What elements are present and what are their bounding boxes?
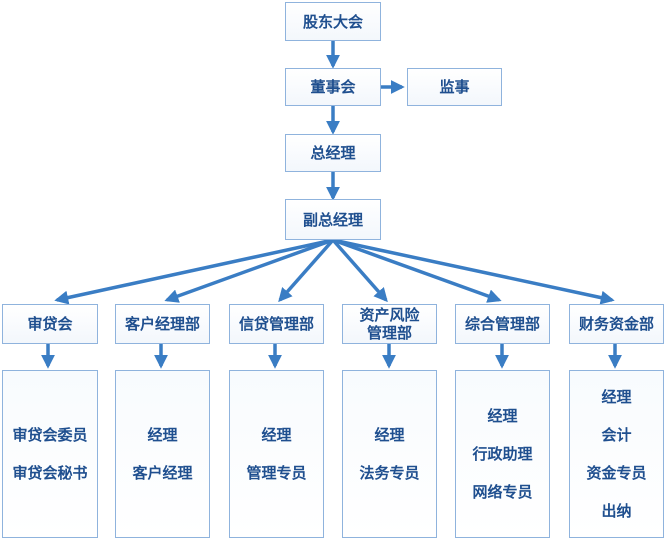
- dept-node-3: 信贷管理部: [229, 304, 324, 344]
- arrow-deputy-to-dept-2: [164, 238, 334, 303]
- dept-name: 财务资金部: [578, 315, 654, 333]
- node-shareholders-label: 股东大会: [302, 12, 363, 31]
- node-supervisor: 监事: [407, 68, 502, 106]
- arrow-deputy-to-dept-4: [331, 238, 388, 303]
- staff-item: 经理: [601, 388, 632, 406]
- arrow-deputy-to-dept-6: [332, 238, 615, 305]
- staff-box-2: 经理 客户经理: [115, 370, 210, 538]
- staff-box-3: 经理 管理专员: [229, 370, 324, 538]
- dept-node-5: 综合管理部: [455, 304, 550, 344]
- staff-item: 经理: [374, 426, 405, 444]
- staff-item: 出纳: [601, 502, 632, 520]
- node-board-label: 董事会: [310, 78, 356, 96]
- staff-item: 资金专员: [586, 464, 647, 482]
- staff-item: 经理: [487, 407, 518, 425]
- staff-item: 审贷会委员: [12, 426, 88, 444]
- dept-node-6: 财务资金部: [569, 304, 664, 344]
- staff-box-4: 经理 法务专员: [342, 370, 437, 538]
- dept-node-1: 审贷会: [2, 304, 98, 344]
- arrow-deputy-to-dept-1: [54, 238, 334, 305]
- staff-item: 行政助理: [472, 445, 533, 463]
- staff-item: 客户经理: [132, 464, 193, 482]
- node-supervisor-label: 监事: [439, 78, 470, 96]
- staff-box-6: 经理 会计 资金专员 出纳: [569, 370, 664, 538]
- staff-box-5: 经理 行政助理 网络专员: [455, 370, 550, 538]
- dept-name: 综合管理部: [464, 315, 540, 333]
- staff-box-1: 审贷会委员 审贷会秘书: [2, 370, 98, 538]
- staff-item: 审贷会秘书: [12, 464, 88, 482]
- staff-item: 网络专员: [472, 483, 533, 501]
- node-shareholders: 股东大会: [285, 2, 381, 41]
- dept-name: 资产风险管理部: [359, 306, 420, 342]
- node-deputy-gm-label: 副总经理: [302, 210, 363, 229]
- staff-item: 管理专员: [246, 464, 307, 482]
- dept-name: 信贷管理部: [238, 315, 314, 333]
- staff-item: 法务专员: [359, 464, 420, 482]
- node-general-manager: 总经理: [285, 134, 381, 172]
- staff-item: 会计: [601, 426, 632, 444]
- staff-item: 经理: [147, 426, 178, 444]
- dept-name: 客户经理部: [124, 315, 200, 333]
- node-deputy-gm: 副总经理: [285, 199, 381, 240]
- node-board: 董事会: [285, 68, 381, 106]
- dept-node-2: 客户经理部: [115, 304, 210, 344]
- arrow-deputy-to-dept-3: [278, 238, 335, 303]
- dept-node-4: 资产风险管理部: [342, 304, 437, 344]
- staff-item: 经理: [261, 426, 292, 444]
- arrow-deputy-to-dept-5: [332, 238, 502, 303]
- node-general-manager-label: 总经理: [310, 144, 356, 162]
- dept-name: 审贷会: [27, 315, 73, 333]
